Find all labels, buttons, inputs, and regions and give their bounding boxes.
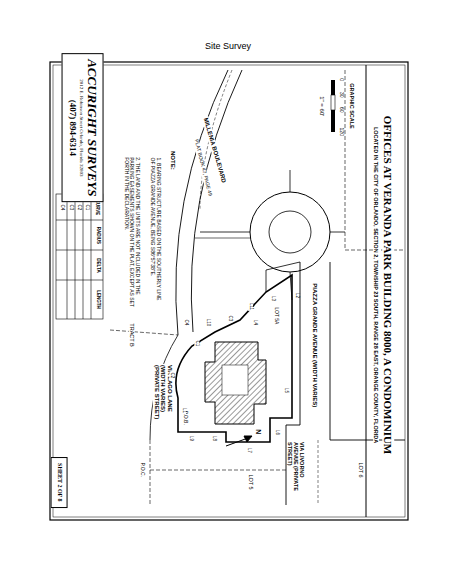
curve-callout: C3 bbox=[227, 314, 232, 322]
line-callout: L7 bbox=[246, 446, 251, 453]
building-footprint bbox=[205, 342, 266, 424]
table-cell: C4 bbox=[59, 203, 64, 211]
line-callout: L2 bbox=[294, 291, 299, 298]
table-header: RADIUS bbox=[95, 225, 100, 244]
table-header: DELTA bbox=[95, 257, 100, 273]
lot-label: LOT 5 bbox=[247, 473, 253, 490]
roundabout bbox=[195, 170, 345, 300]
lot-label: LOT 6 bbox=[357, 461, 363, 478]
sheet-frame bbox=[50, 62, 408, 520]
street-name: VIA LIVORNO AVENUE (PRIVATE STREET) bbox=[287, 441, 305, 499]
property-boundary bbox=[176, 262, 300, 442]
north-arrow bbox=[226, 436, 252, 446]
table-cell: C2 bbox=[76, 203, 81, 211]
curve-callout: C1 bbox=[194, 339, 199, 347]
surveyor-phone: (407) 894-6314 bbox=[66, 59, 76, 196]
point-label: P.O.C. bbox=[139, 462, 145, 478]
millenia-boulevard-lines bbox=[176, 70, 242, 335]
scale-ratio: 1" = 60' bbox=[319, 95, 326, 117]
north-label: N bbox=[254, 428, 262, 435]
curve-callout: C4 bbox=[183, 318, 188, 326]
surveyor-title-block: ACCURIGHT SURVEYS2012 E. Robinson Street… bbox=[61, 53, 103, 202]
street-name: PIAZZA GRANDE AVENUE (WIDTH VARIES) bbox=[312, 282, 319, 408]
surveyor-name: ACCURIGHT SURVEYS bbox=[84, 59, 98, 196]
sheet-number-box: SHEET 2 OF 8 bbox=[50, 457, 67, 508]
line-callout: L6 bbox=[274, 428, 279, 435]
line-callout: L11 bbox=[248, 301, 253, 310]
lot-label: LOT 5A bbox=[273, 306, 279, 325]
table-cell: C1 bbox=[84, 203, 89, 211]
location-line: LOCATED IN THE CITY OF ORLANDO, SECTION … bbox=[373, 126, 379, 444]
sheet-title: OFFICES AT VERANDA PARK BUILDING 8000, A… bbox=[382, 115, 394, 455]
tract-label: TRACT B bbox=[128, 322, 134, 347]
line-callout: L1 bbox=[181, 406, 186, 413]
note-text: 1. BEARING STRUCTURE BASED ON THE SOUTHE… bbox=[150, 156, 161, 308]
curve-table-grid bbox=[56, 194, 103, 319]
line-callout: L9 bbox=[188, 434, 193, 441]
line-callout: L10 bbox=[205, 317, 210, 327]
line-callout: L8 bbox=[211, 434, 216, 441]
curve-callout: C2 bbox=[169, 371, 174, 379]
graphic-scale bbox=[331, 80, 335, 132]
scale-number: 120 bbox=[338, 127, 344, 137]
note-text: 2. THE LAND AND THE UNITS ARE NOT INCLUD… bbox=[124, 156, 141, 308]
sheet-number: SHEET 2 OF 8 bbox=[55, 463, 62, 502]
line-callout: L5 bbox=[283, 386, 288, 393]
surveyor-address: 2012 E. Robinson Street Orlando, Florida… bbox=[77, 59, 83, 196]
scale-number: 60 bbox=[338, 106, 344, 114]
street-lines bbox=[110, 70, 405, 505]
table-cell: C3 bbox=[68, 203, 73, 211]
table-header: LENGTH bbox=[94, 289, 99, 310]
line-callout: L4 bbox=[252, 318, 257, 325]
note-heading: NOTE: bbox=[169, 149, 176, 170]
scale-number: 0 bbox=[338, 77, 344, 82]
scale-number: 30 bbox=[338, 91, 344, 99]
scale-title: GRAPHIC SCALE bbox=[349, 82, 355, 130]
line-callout: L3 bbox=[270, 294, 275, 301]
page-title: Site Survey bbox=[204, 42, 252, 52]
